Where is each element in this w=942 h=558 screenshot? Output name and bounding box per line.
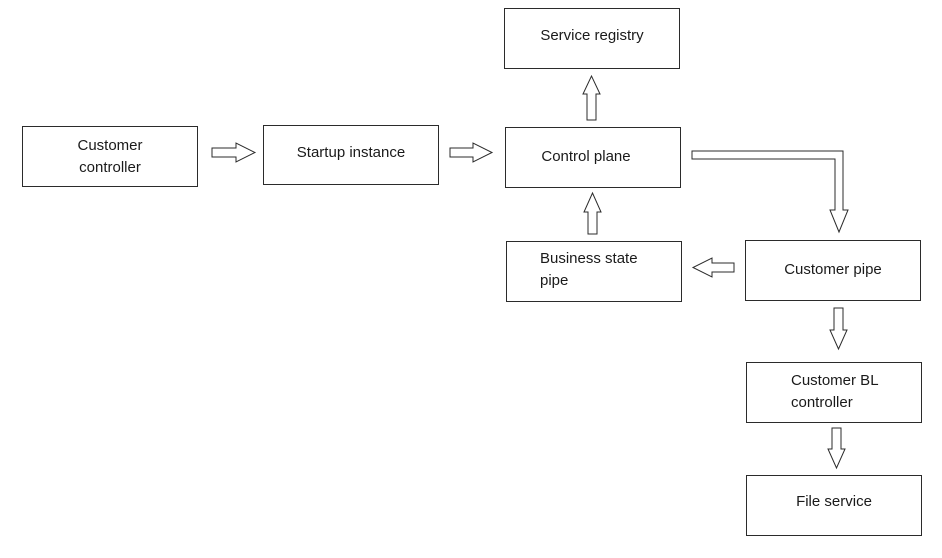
arrow-business-pipe-to-control-plane [583,191,602,235]
arrow-startup-to-control-plane [449,142,494,163]
service-registry-box: Service registry [504,8,680,69]
startup-instance-label: Startup instance [296,144,406,161]
control-plane-label: Control plane [541,148,631,165]
file-service-label: File service [796,493,872,510]
arrow-customer-pipe-to-business-pipe [691,257,735,278]
control-plane-box: Control plane [505,127,681,188]
startup-instance-box: Startup instance [263,125,439,185]
arrow-control-plane-to-service-registry [582,74,601,121]
customer-pipe-box: Customer pipe [745,240,921,301]
file-service-box: File service [746,475,922,536]
arrow-bl-controller-to-file-service [827,427,846,470]
customer-bl-controller-label: Customer BL controller [791,372,879,411]
customer-controller-box: Customer controller [22,126,198,187]
arrow-customer-controller-to-startup [211,142,257,163]
business-state-pipe-box: Business state pipe [506,241,682,302]
customer-controller-label: Customer controller [77,137,143,176]
arrow-customer-pipe-to-bl-controller [829,307,848,351]
business-state-pipe-label: Business state pipe [540,250,638,289]
service-registry-label: Service registry [540,27,644,44]
customer-bl-controller-box: Customer BL controller [746,362,922,423]
arrow-control-plane-to-customer-pipe [691,150,849,234]
customer-pipe-label: Customer pipe [784,261,882,278]
